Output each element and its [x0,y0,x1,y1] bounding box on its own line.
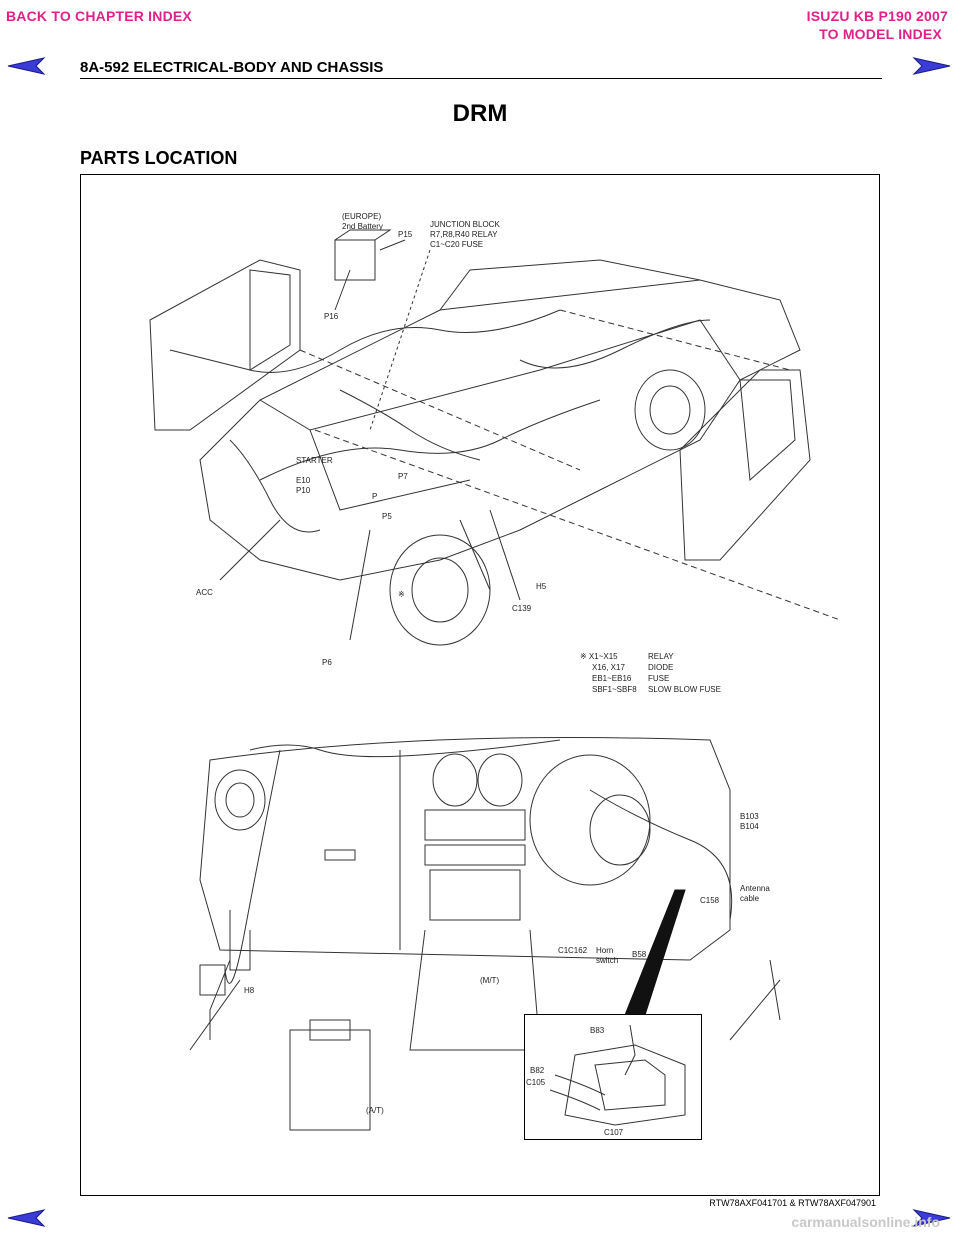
label-relay-range: R7,R8,R40 RELAY [430,230,498,239]
figure-caption: RTW78AXF041701 & RTW78AXF047901 [709,1198,876,1208]
legend-desc-1: RELAY [648,652,674,661]
next-page-footer-arrow-icon[interactable] [912,1208,952,1228]
label-cable: cable [740,894,760,903]
label-star: ※ [398,590,405,599]
model-title-link[interactable]: ISUZU KB P190 2007 [806,8,948,24]
label-p: P [372,492,378,501]
label-h8: H8 [244,986,255,995]
vehicle-harness-diagram [149,229,840,646]
legend-code-4: SBF1~SBF8 [592,685,637,694]
legend-code-2: X16, X17 [592,663,625,672]
inset-detail-box [524,1014,702,1140]
legend-desc-2: DIODE [648,663,674,672]
section-title: PARTS LOCATION [80,148,238,168]
back-to-chapter-link[interactable]: BACK TO CHAPTER INDEX [6,8,192,24]
watermark-text: carmanualsonline.info [791,1214,940,1230]
label-p10: P10 [296,486,311,495]
label-h5: H5 [536,582,547,591]
label-fuse-range: C1~C20 FUSE [430,240,484,249]
label-b103: B103 [740,812,759,821]
label-b58: B58 [632,950,647,959]
to-model-index-link[interactable]: TO MODEL INDEX [819,26,942,42]
next-page-arrow-icon[interactable] [912,56,952,76]
label-switch: switch [596,956,619,965]
label-mt: (M/T) [480,976,500,985]
label-starter: STARTER [296,456,333,465]
label-b104: B104 [740,822,759,831]
label-acc: ACC [196,588,213,597]
page-title: DRM [452,100,508,127]
header-rule [80,78,882,79]
label-junction-block: JUNCTION BLOCK [430,220,500,229]
legend-code-1: ※ X1~X15 [580,652,618,661]
label-horn: Horn [596,946,614,955]
label-c158: C158 [700,896,720,905]
figure-frame [80,174,880,1196]
label-at: (A/T) [366,1106,384,1115]
label-p16: P16 [324,312,339,321]
label-b83: B83 [590,1026,605,1035]
dashboard-harness-diagram [189,737,781,1131]
label-e10: E10 [296,476,311,485]
label-2nd-battery: 2nd Battery [342,222,383,231]
legend-desc-3: FUSE [648,674,670,683]
label-c107: C107 [604,1128,624,1137]
label-antenna: Antenna [740,884,770,893]
prev-page-arrow-icon[interactable] [6,56,46,76]
label-c105: C105 [526,1078,546,1087]
label-c162: C162 [568,946,588,955]
legend-code-3: EB1~EB16 [592,674,632,683]
page-reference: 8A-592 ELECTRICAL-BODY AND CHASSIS [80,59,384,76]
prev-page-footer-arrow-icon[interactable] [6,1208,46,1228]
label-p7: P7 [398,472,408,481]
inset-detail-drawing [549,1024,686,1126]
label-b82: B82 [530,1066,545,1075]
label-p5: P5 [382,512,392,521]
label-p15: P15 [398,230,413,239]
label-p6: P6 [322,658,332,667]
label-c139: C139 [512,604,532,613]
label-europe: (EUROPE) [342,212,382,221]
label-c1: C1 [558,946,569,955]
legend-desc-4: SLOW BLOW FUSE [648,685,721,694]
